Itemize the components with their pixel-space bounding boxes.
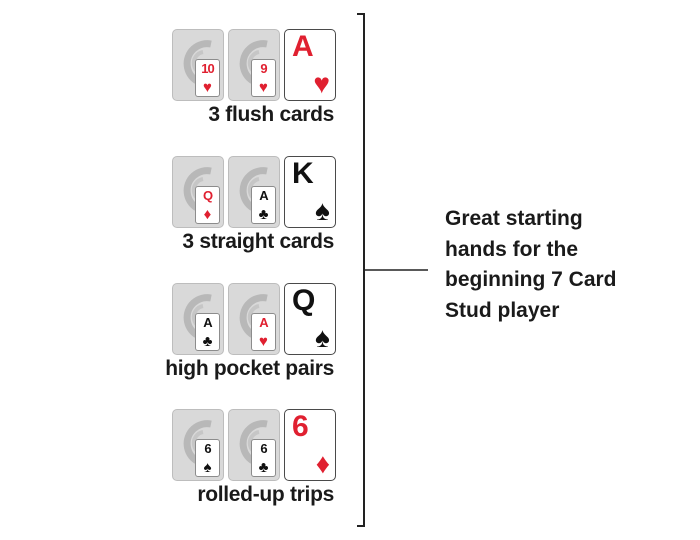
hole-card-1: A ♣ <box>172 283 224 355</box>
hand-cards: 10 ♥ 9 ♥ A ♥ <box>172 29 336 103</box>
diamond-icon: ♦ <box>315 448 330 479</box>
hole-card-1: 10 ♥ <box>172 29 224 101</box>
hole-card-rank: A <box>203 315 212 330</box>
hand-label: rolled-up trips <box>197 483 334 506</box>
up-card-rank: Q <box>292 284 316 317</box>
hand-label: 3 flush cards <box>208 103 334 126</box>
bracket <box>357 13 428 527</box>
club-icon: ♣ <box>258 459 269 476</box>
hand-cards: A ♣ A ♥ Q ♠ <box>172 283 336 357</box>
hole-card-rank: A <box>259 188 268 203</box>
hole-card-2: A ♥ <box>228 283 280 355</box>
spade-icon: ♠ <box>315 322 330 353</box>
club-icon: ♣ <box>202 333 213 350</box>
hole-card-1: 6 ♠ <box>172 409 224 481</box>
hole-card-2: A ♣ <box>228 156 280 228</box>
up-card: A ♥ <box>284 29 336 101</box>
hand-cards: 6 ♠ 6 ♣ 6 ♦ <box>172 409 336 483</box>
club-icon: ♣ <box>258 206 269 223</box>
hole-card-rank: 10 <box>201 61 214 76</box>
bracket-line <box>357 13 365 527</box>
up-card-rank: A <box>292 30 314 63</box>
caption: Great starting hands for the beginning 7… <box>445 204 685 326</box>
up-card: K ♠ <box>284 156 336 228</box>
hole-card-rank: 9 <box>260 61 267 76</box>
hand-label: high pocket pairs <box>165 357 334 380</box>
up-card-rank: 6 <box>292 410 309 443</box>
caption-line: hands for the <box>445 237 579 261</box>
hole-card-rank: 6 <box>260 441 267 456</box>
hole-card-2: 6 ♣ <box>228 409 280 481</box>
spade-icon: ♠ <box>203 459 212 476</box>
hole-card-2: 9 ♥ <box>228 29 280 101</box>
caption-line: beginning 7 Card <box>445 268 617 291</box>
hole-card-rank: 6 <box>204 441 211 456</box>
heart-icon: ♥ <box>313 68 330 99</box>
heart-icon: ♥ <box>203 79 212 96</box>
up-card: 6 ♦ <box>284 409 336 481</box>
hole-card-1: Q ♦ <box>172 156 224 228</box>
heart-icon: ♥ <box>259 333 268 350</box>
heart-icon: ♥ <box>259 79 268 96</box>
caption-line: Great starting <box>445 207 583 230</box>
hand-cards: Q ♦ A ♣ K ♠ <box>172 156 336 230</box>
hole-card-rank: Q <box>202 188 213 203</box>
hand-label: 3 straight cards <box>182 230 334 253</box>
caption-line: Stud player <box>445 298 560 322</box>
up-card-rank: K <box>292 157 314 190</box>
diamond-icon: ♦ <box>203 206 212 223</box>
hole-card-rank: A <box>259 315 268 330</box>
up-card: Q ♠ <box>284 283 336 355</box>
spade-icon: ♠ <box>315 195 330 226</box>
